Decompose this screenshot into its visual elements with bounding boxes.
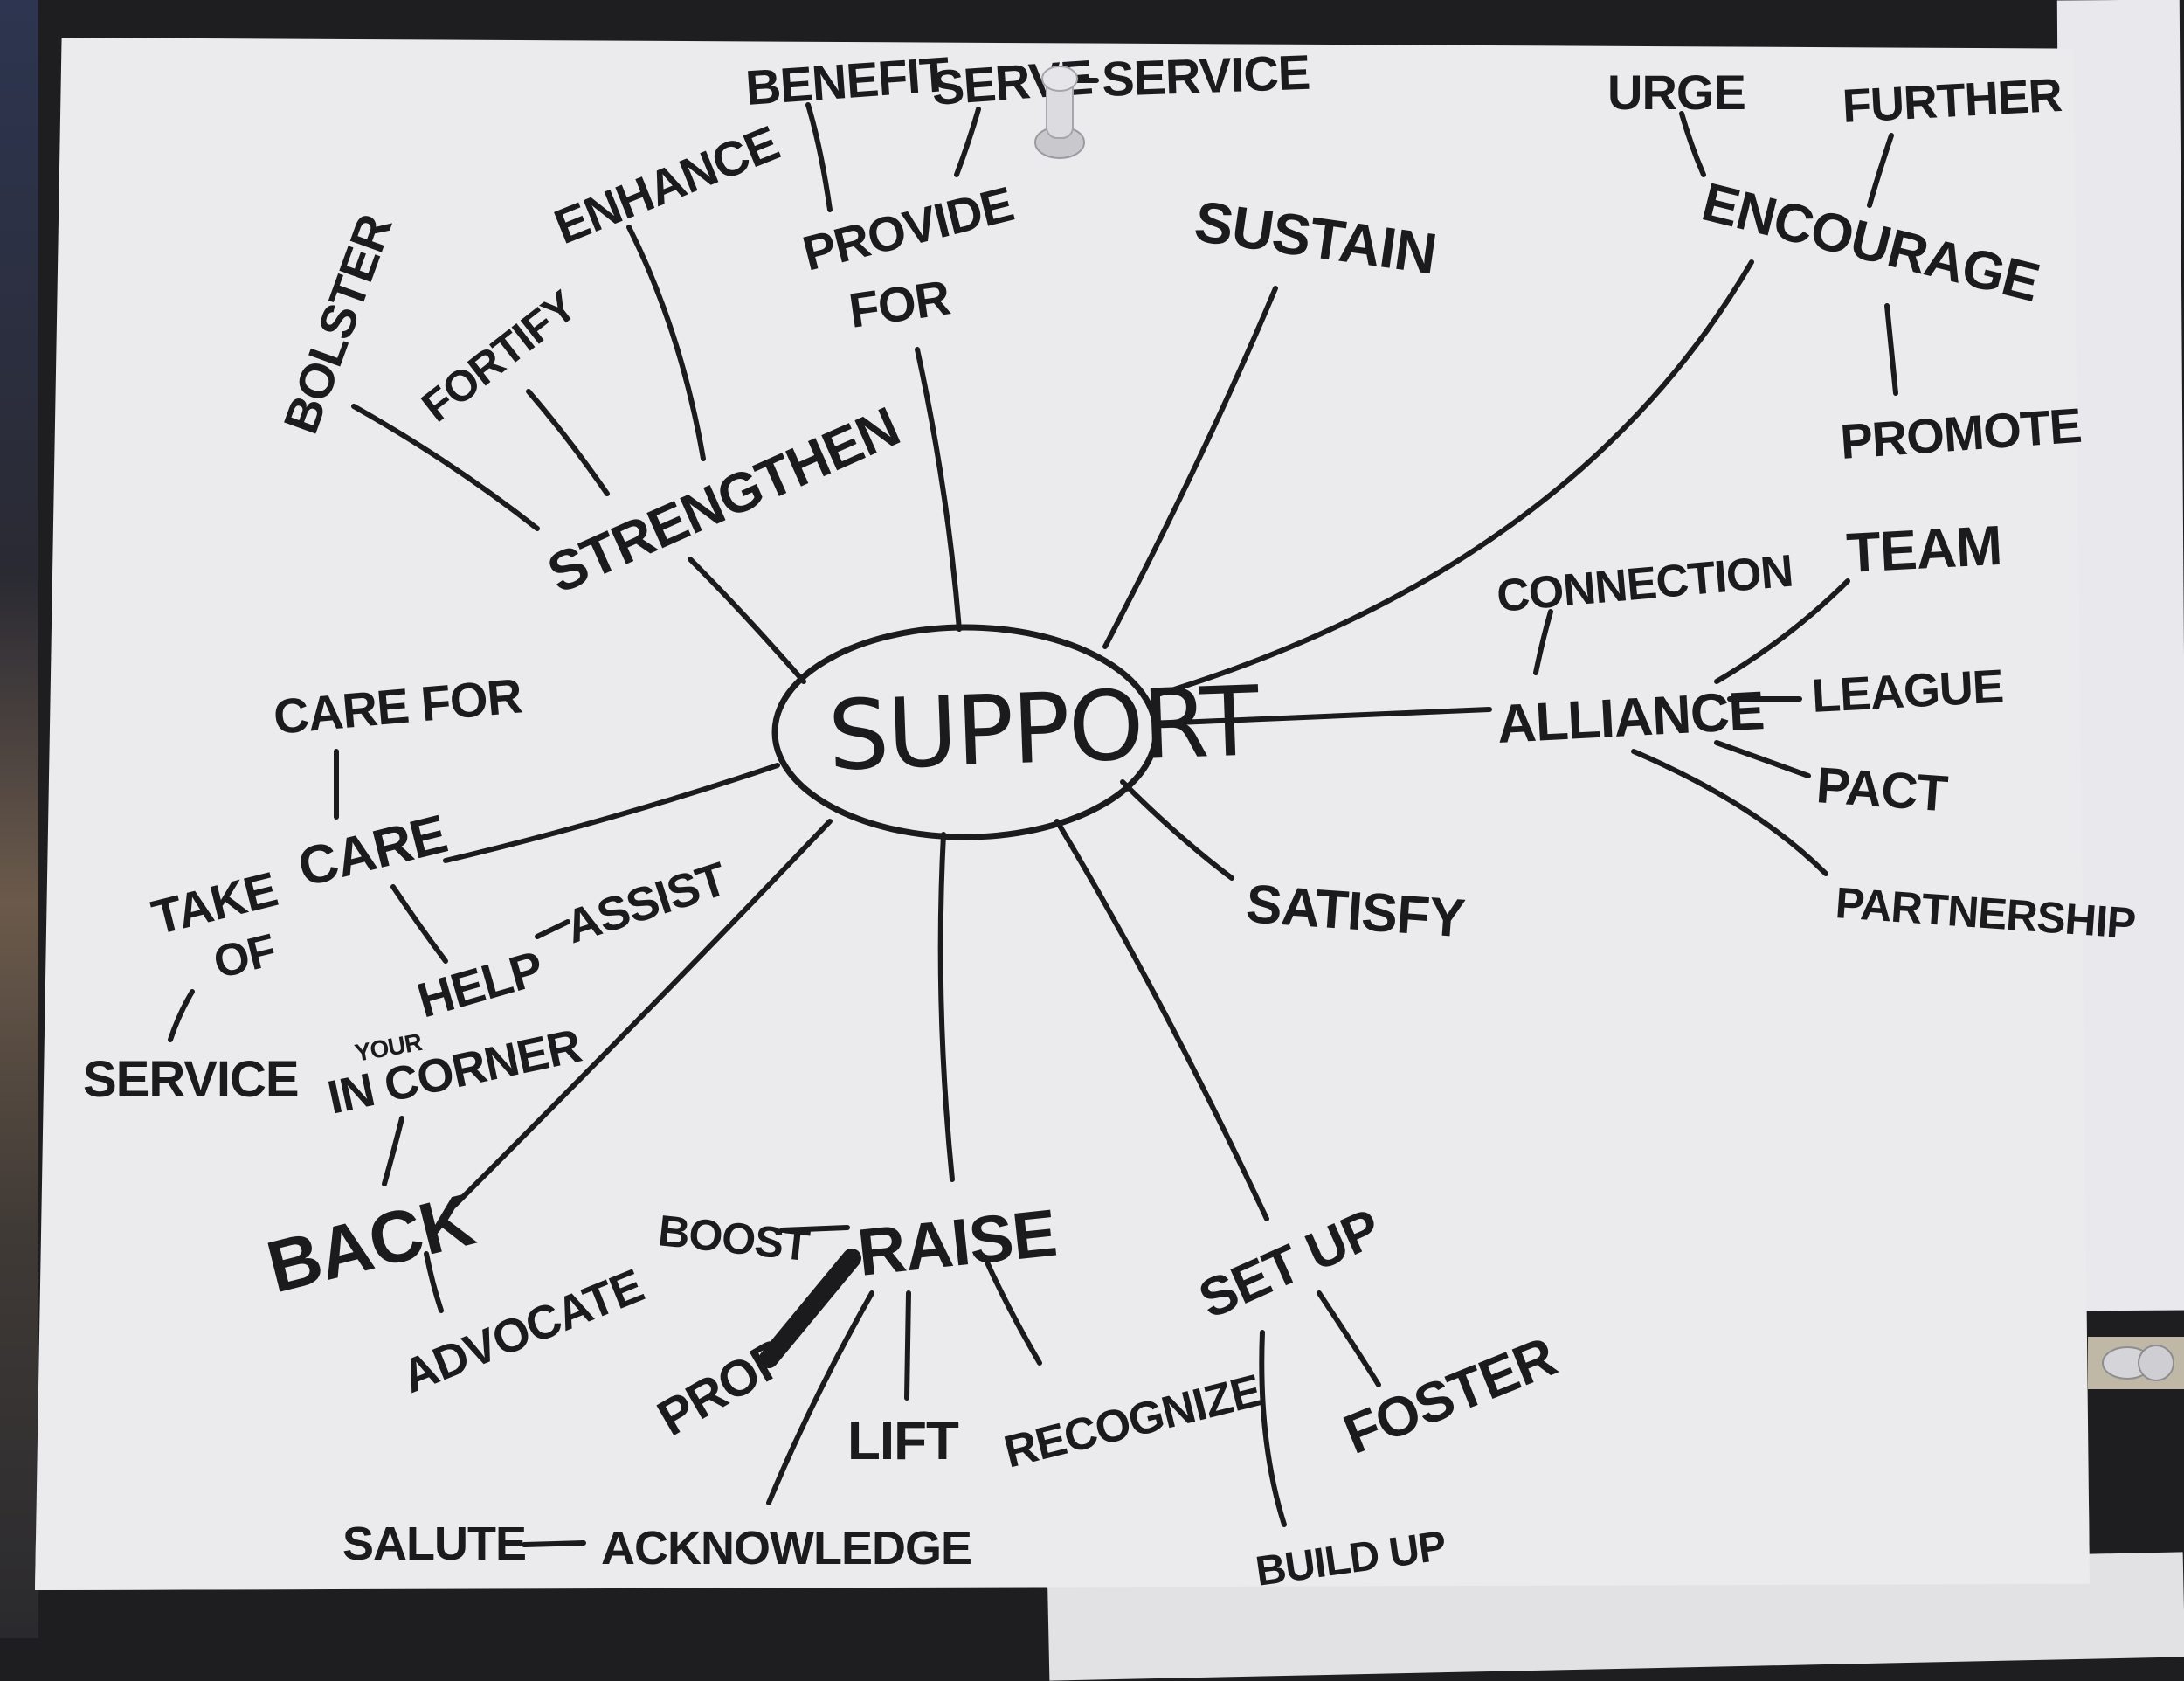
label-care-for: CARE FOR [272, 668, 524, 744]
line-help-assist [537, 922, 568, 937]
line-encourage-promote [1887, 306, 1896, 393]
line-back-corner [384, 1118, 402, 1184]
label-help: HELP [411, 940, 549, 1028]
label-raise: RAISE [854, 1196, 1060, 1290]
center-label: SUPPORT [826, 665, 1261, 792]
line-provide-serve [957, 109, 978, 175]
label-of: OF [209, 924, 280, 988]
line-support-take-care [446, 765, 778, 861]
line-support-raise [941, 834, 952, 1179]
label-team: TEAM [1845, 514, 2003, 585]
label-for: FOR [846, 269, 953, 337]
label-promote: PROMOTE [1838, 398, 2083, 469]
label-lift: LIFT [847, 1411, 959, 1471]
label-pact: PACT [1814, 757, 1949, 822]
label-foster: FOSTER [1335, 1325, 1564, 1466]
line-support-provide-for [917, 349, 959, 629]
label-further: FURTHER [1841, 69, 2063, 133]
label-bolster: BOLSTER [273, 207, 403, 440]
label-build-up: BUILD UP [1253, 1523, 1448, 1595]
line-provide-benefit [808, 105, 830, 210]
line-support-set-up [1057, 821, 1267, 1219]
label-care: CARE [293, 804, 453, 898]
label-recognize: RECOGNIZE [999, 1366, 1266, 1478]
label-league: LEAGUE [1810, 661, 2004, 723]
label-acknowledge: ACKNOWLEDGE [601, 1522, 971, 1574]
line-raise-lift [907, 1293, 909, 1398]
label-urge: URGE [1607, 65, 1745, 120]
label-boost: BOOST [656, 1206, 812, 1270]
label-sustain: SUSTAIN [1191, 189, 1440, 287]
mind-map: SUPPORT STRENGTHEN BOLSTER FORTIFY ENHAN… [0, 0, 2184, 1638]
line-support-encourage [1158, 262, 1752, 695]
line-setup-foster [1319, 1293, 1379, 1385]
push-pin-icon [1031, 59, 1089, 164]
line-raise-acknowledge [769, 1293, 872, 1503]
label-back: BACK [259, 1178, 482, 1308]
line-support-strengthen [690, 559, 804, 681]
label-connection: CONNECTION [1495, 546, 1794, 622]
line-setup-buildup [1261, 1332, 1284, 1525]
line-encourage-further [1870, 135, 1891, 205]
line-salute-acknowledge [524, 1543, 584, 1545]
label-service-top: SERVICE [1101, 45, 1310, 107]
label-strengthen: STRENGTHEN [538, 395, 908, 605]
label-service-left: SERVICE [83, 1051, 299, 1108]
label-partnership: PARTNERSHIP [1834, 878, 2137, 948]
line-of-service [170, 992, 192, 1040]
line-support-sustain [1105, 288, 1275, 647]
label-fortify: FORTIFY [412, 281, 585, 432]
label-benefit: BENEFIT [743, 46, 950, 115]
label-salute: SALUTE [342, 1518, 526, 1570]
line-strengthen-fortify [529, 391, 607, 494]
label-prop: PROP [648, 1328, 798, 1447]
line-support-satisfy [1123, 782, 1232, 878]
label-set-up: SET UP [1191, 1198, 1389, 1331]
label-in-corner: IN CORNER [323, 1020, 585, 1124]
line-encourage-urge [1682, 114, 1704, 175]
label-provide: PROVIDE [798, 176, 1019, 280]
line-alliance-connection [1536, 612, 1551, 673]
label-assist: ASSIST [559, 853, 733, 954]
line-strengthen-enhance [629, 227, 703, 459]
line-raise-recognize [987, 1262, 1040, 1363]
label-satisfy: SATISFY [1244, 874, 1467, 949]
line-alliance-pact [1717, 743, 1808, 776]
line-raise-prop [769, 1258, 852, 1359]
push-pin-icon-secondary [2088, 1328, 2184, 1398]
line-takecare-help [393, 887, 446, 961]
label-enhance: ENHANCE [547, 115, 786, 255]
